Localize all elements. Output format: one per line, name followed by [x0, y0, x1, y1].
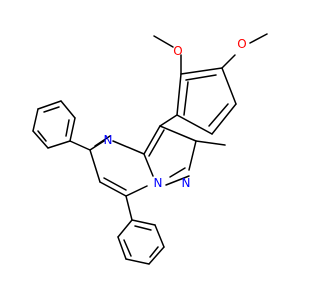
- bond: [221, 54, 236, 69]
- bond: [208, 103, 229, 127]
- bond: [125, 258, 150, 265]
- bond: [99, 181, 127, 197]
- bond: [134, 225, 152, 231]
- bond: [47, 140, 71, 149]
- bond: [169, 167, 186, 178]
- bond: [123, 239, 132, 257]
- bond: [148, 129, 165, 157]
- bond: [221, 67, 237, 105]
- bond: [69, 140, 91, 151]
- bond: [159, 125, 197, 142]
- bond: [249, 33, 268, 44]
- bond: [211, 103, 237, 135]
- bond: [143, 125, 161, 155]
- bond: [153, 35, 174, 48]
- background: [0, 0, 300, 300]
- bond: [149, 246, 159, 258]
- nitrogen-atom-label: N: [104, 133, 113, 147]
- bond: [148, 246, 165, 265]
- bond: [94, 135, 111, 147]
- bond: [65, 119, 70, 137]
- oxygen-atom-label: O: [173, 44, 182, 58]
- bond-layer: [32, 33, 268, 265]
- bond: [154, 224, 165, 248]
- bond: [131, 219, 156, 226]
- bond: [89, 149, 101, 183]
- nitrogen-atom-label: N: [182, 176, 191, 190]
- bond: [32, 108, 39, 132]
- bond: [125, 195, 133, 221]
- bond: [159, 114, 178, 127]
- molecule-structure-diagram: O O N N N: [0, 0, 300, 300]
- bond: [69, 117, 76, 142]
- bond: [165, 175, 190, 186]
- bond: [112, 140, 145, 155]
- bond: [103, 177, 127, 191]
- bond: [117, 219, 133, 238]
- bond: [32, 130, 49, 149]
- bond: [37, 100, 62, 110]
- bond: [180, 67, 223, 75]
- bond: [183, 81, 189, 116]
- bond: [195, 140, 226, 146]
- atom-label-layer: O O N N N: [104, 37, 247, 190]
- bond: [188, 140, 197, 171]
- bond: [176, 114, 213, 135]
- bond: [117, 236, 127, 260]
- nitrogen-atom-label: N: [154, 176, 163, 190]
- oxygen-atom-label: O: [237, 37, 246, 51]
- bond: [176, 73, 182, 116]
- bond: [37, 130, 47, 142]
- bond: [43, 106, 60, 113]
- bond: [125, 185, 148, 197]
- bond: [60, 100, 76, 119]
- bond: [143, 153, 154, 177]
- bond: [185, 74, 217, 81]
